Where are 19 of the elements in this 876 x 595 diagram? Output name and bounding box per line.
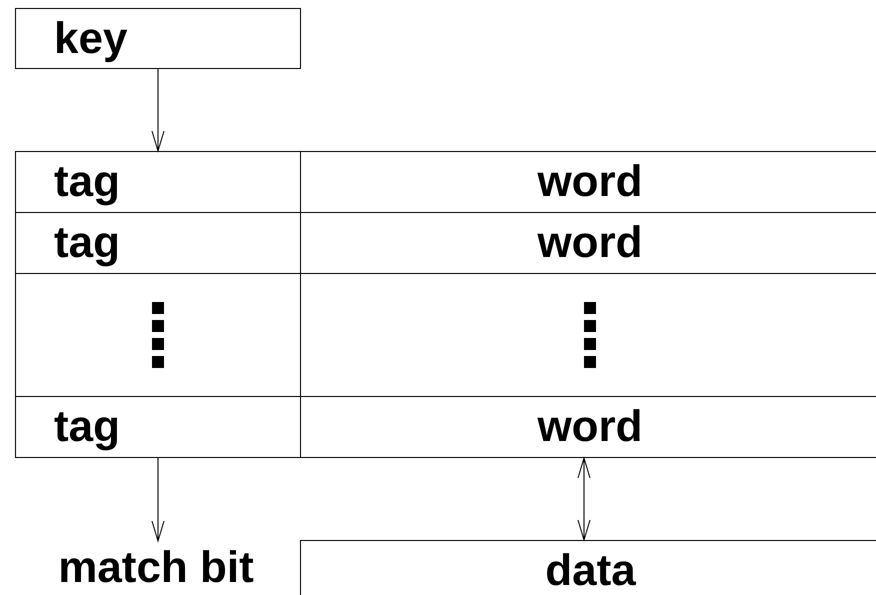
- cell-text: key: [54, 16, 128, 60]
- table-cell: [300, 151, 876, 213]
- cell-text: match bit: [58, 546, 254, 590]
- cell-text: tag: [54, 160, 120, 204]
- arrow: [152, 68, 164, 152]
- arrow: [578, 458, 590, 540]
- cell-text: tag: [54, 220, 120, 264]
- cell-text: data: [545, 548, 636, 592]
- table-cell: [15, 151, 301, 213]
- table-cell: [15, 396, 301, 458]
- data-box: [300, 540, 876, 595]
- cell-text: word: [537, 220, 643, 264]
- cell-text: tag: [54, 404, 120, 448]
- key-box: [15, 8, 301, 69]
- cell-text: word: [537, 160, 643, 204]
- cell-text: word: [537, 404, 643, 448]
- table-cell: [15, 212, 301, 274]
- table-cell: [15, 273, 301, 397]
- arrow: [152, 458, 164, 542]
